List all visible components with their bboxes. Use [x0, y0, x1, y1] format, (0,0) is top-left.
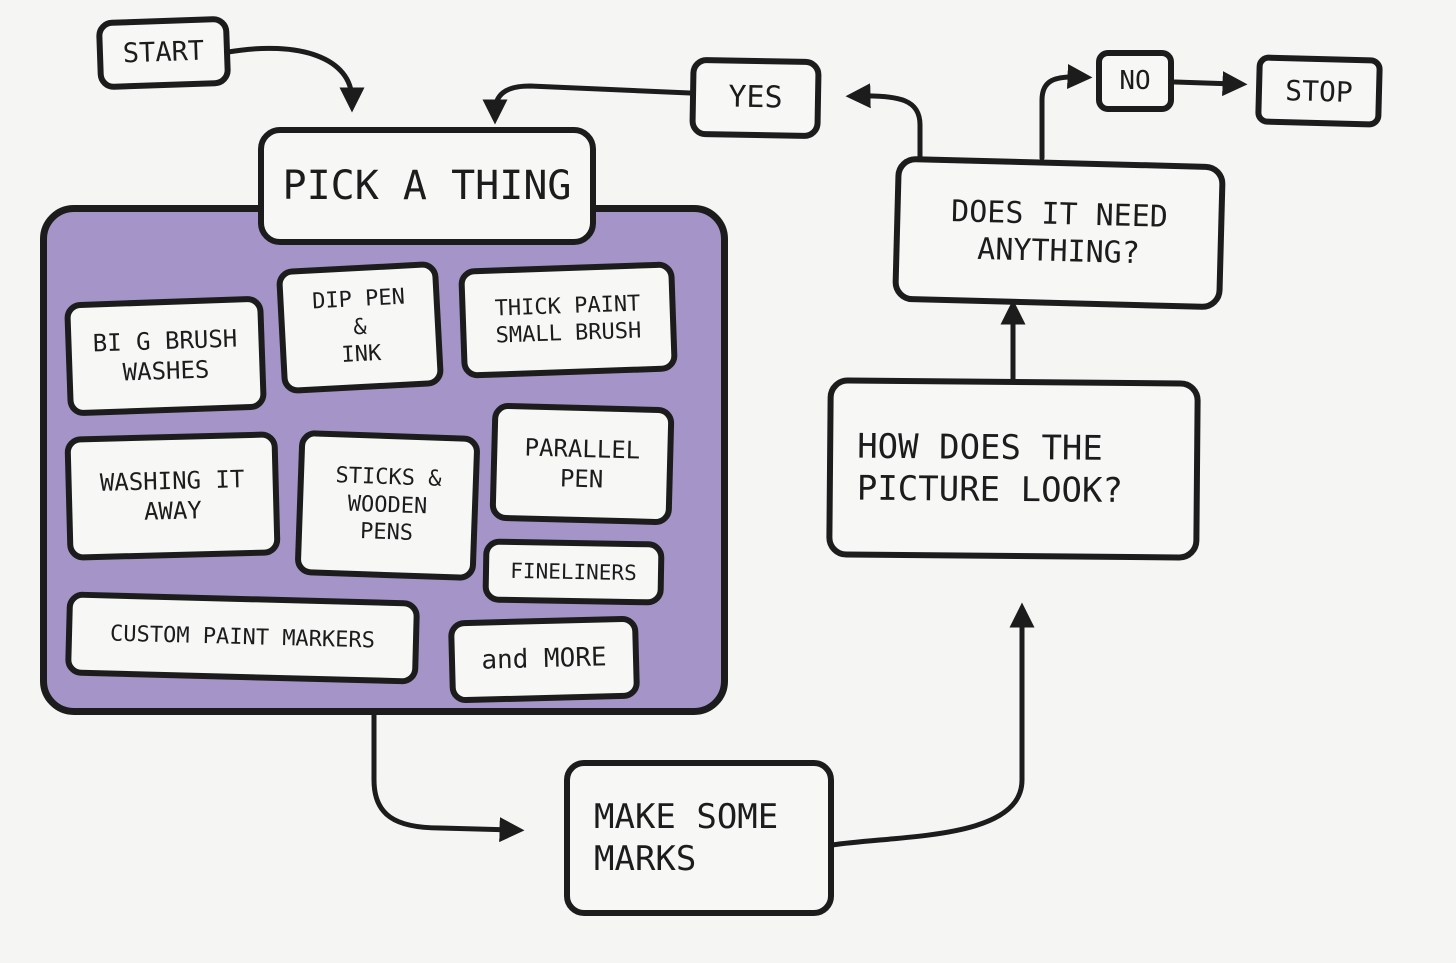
- how-does-picture-look-label: HOW DOES THE PiCTURE LOOK?: [856, 426, 1124, 511]
- tool-washing-it-away: WASHiNG iT AWAY: [64, 431, 281, 561]
- tool-thick-paint-small-brush: THiCK PAiNT SMALL BRUSH: [458, 261, 678, 379]
- stop-node-label: STOP: [1284, 73, 1354, 109]
- how-does-picture-look-node: HOW DOES THE PiCTURE LOOK?: [826, 377, 1201, 561]
- tool-fineliners-label: FiNELiNERS: [510, 558, 637, 585]
- arrow-start-to-pick: [225, 45, 365, 113]
- tool-dip-pen-ink-label: DiP PEN & iNK: [311, 284, 406, 369]
- tool-and-more: and MORE: [447, 615, 641, 704]
- arrow-tools-to-make: [371, 712, 525, 843]
- tool-custom-paint-markers-label: CUSTOM PAiNT MARKERS: [109, 621, 376, 654]
- yes-node: YES: [689, 56, 822, 140]
- make-some-marks-node: MAKE SOME MARKS: [564, 760, 834, 916]
- pick-a-thing-node: PiCK A THiNG: [258, 127, 596, 245]
- no-node: NO: [1096, 50, 1174, 112]
- does-it-need-anything-label: DOES iT NEED ANYTHiNG?: [950, 193, 1169, 272]
- tool-and-more-label: and MORE: [480, 642, 607, 676]
- yes-node-label: YES: [728, 79, 783, 116]
- tool-big-brush-washes-label: Bi G BRUSH WASHES: [92, 324, 238, 387]
- tool-big-brush-washes: Bi G BRUSH WASHES: [64, 295, 267, 417]
- tool-dip-pen-ink: DiP PEN & iNK: [275, 260, 445, 395]
- tool-thick-paint-small-brush-label: THiCK PAiNT SMALL BRUSH: [494, 290, 642, 349]
- no-node-label: NO: [1119, 65, 1151, 96]
- arrow-yes-to-pick: [482, 83, 693, 125]
- tool-washing-it-away-label: WASHiNG iT AWAY: [99, 465, 245, 526]
- arrow-make-to-look: [829, 602, 1035, 848]
- tool-custom-paint-markers: CUSTOM PAiNT MARKERS: [64, 591, 421, 685]
- pick-a-thing-label: PiCK A THiNG: [282, 163, 572, 209]
- tool-sticks-wooden-pens-label: STiCKS & WOODEN PENS: [335, 463, 442, 547]
- tool-parallel-pen: PARALLEL PEN: [489, 402, 675, 526]
- does-it-need-anything-node: DOES iT NEED ANYTHiNG?: [892, 155, 1226, 311]
- tool-fineliners: FiNELiNERS: [482, 538, 665, 606]
- arrow-no-to-stop: [1172, 71, 1248, 97]
- arrow-need-to-yes: [845, 83, 923, 168]
- start-node: START: [95, 15, 232, 91]
- arrow-need-to-no: [1039, 64, 1093, 161]
- tool-parallel-pen-label: PARALLEL PEN: [524, 433, 641, 494]
- make-some-marks-label: MAKE SOME MARKS: [594, 796, 779, 880]
- start-node-label: START: [122, 35, 205, 70]
- tool-sticks-wooden-pens: STiCKS & WOODEN PENS: [294, 429, 481, 582]
- stop-node: STOP: [1255, 54, 1383, 128]
